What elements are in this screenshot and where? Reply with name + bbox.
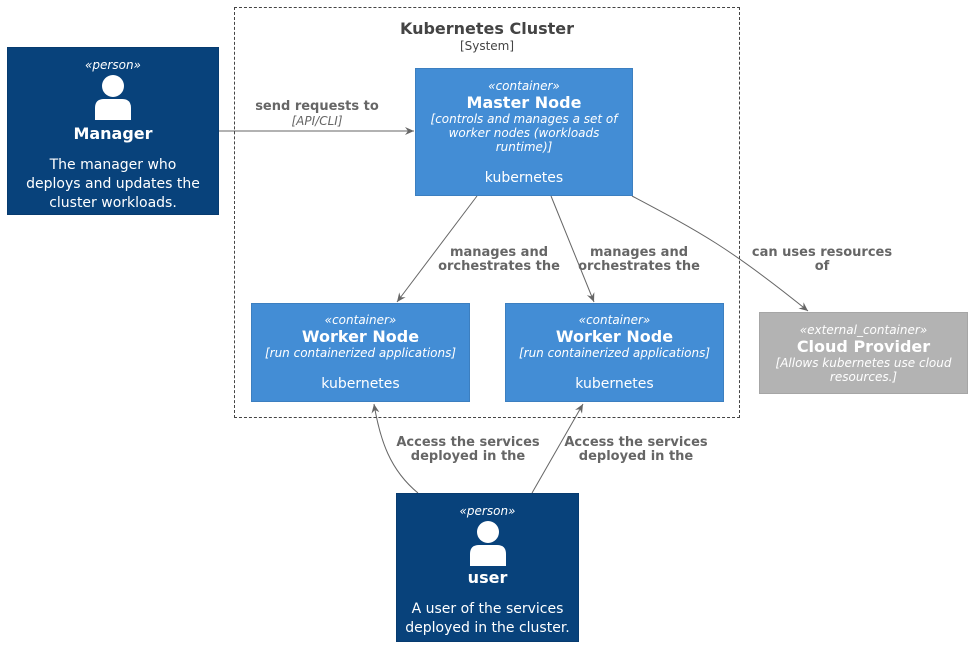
edge-label-access-worker2: Access the services deployed in the [561,436,711,464]
edge-label-text: can uses resources of [751,245,893,274]
master-node[interactable]: «container» Master Node [controls and ma… [415,68,633,196]
cloud-description: [Allows kubernetes use cloud resources.] [775,356,952,384]
master-description: [controls and manages a set of worker no… [430,112,618,154]
user-stereotype: «person» [459,504,516,518]
user-description: A user of the services deployed in the c… [405,601,570,636]
edge-master-to-worker1 [396,195,478,303]
worker1-description: [run containerized applications] [264,346,457,360]
edge-label-text: manages and orchestrates the [438,245,560,274]
worker1-technology: kubernetes [321,376,400,392]
edge-label-technology: [API/CLI] [291,114,343,128]
worker2-description: [run containerized applications] [518,346,711,360]
edge-master-to-cloud [631,195,809,312]
cloud-title: Cloud Provider [796,337,931,356]
edge-user-to-worker2 [531,403,584,494]
master-stereotype: «container» [488,79,560,93]
worker-node-1[interactable]: «container» Worker Node [run containeriz… [251,303,470,402]
edge-label-send-requests: send requests to [API/CLI] [242,99,392,129]
edge-label-access-worker1: Access the services deployed in the [393,436,543,464]
boundary-title: Kubernetes Cluster [399,19,575,38]
edge-label-manages-worker1: manages and orchestrates the [434,246,564,274]
cloud-stereotype: «external_container» [799,323,928,337]
edge-user-to-worker1 [371,403,419,494]
worker1-title: Worker Node [301,327,420,346]
edge-master-to-worker2 [550,195,595,303]
user-title: user [467,568,508,587]
person-icon [469,521,506,566]
master-title: Master Node [466,93,582,112]
worker1-stereotype: «container» [324,313,397,327]
worker2-technology: kubernetes [575,376,654,392]
edge-label-text: manages and orchestrates the [578,245,700,274]
master-technology: kubernetes [484,170,564,186]
manager-node[interactable]: «person» Manager The manager who deploys… [7,47,219,215]
boundary-type: [System] [459,39,515,53]
edge-label-text: send requests to [255,99,379,114]
manager-stereotype: «person» [85,58,141,72]
worker2-stereotype: «container» [578,313,651,327]
worker2-title: Worker Node [555,327,674,346]
edge-label-cloud-resources: can uses resources of [747,246,897,274]
system-boundary: Kubernetes Cluster [System] [234,7,740,418]
cloud-provider-node[interactable]: «external_container» Cloud Provider [All… [759,312,968,394]
edge-label-manages-worker2: manages and orchestrates the [574,246,704,274]
edge-label-text: Access the services deployed in the [396,435,540,464]
edge-label-text: Access the services deployed in the [564,435,708,464]
person-icon [95,75,131,120]
manager-description: The manager who deploys and updates the … [26,157,200,211]
manager-title: Manager [73,124,153,143]
worker-node-2[interactable]: «container» Worker Node [run containeriz… [505,303,724,402]
user-node[interactable]: «person» user A user of the services dep… [396,493,579,642]
